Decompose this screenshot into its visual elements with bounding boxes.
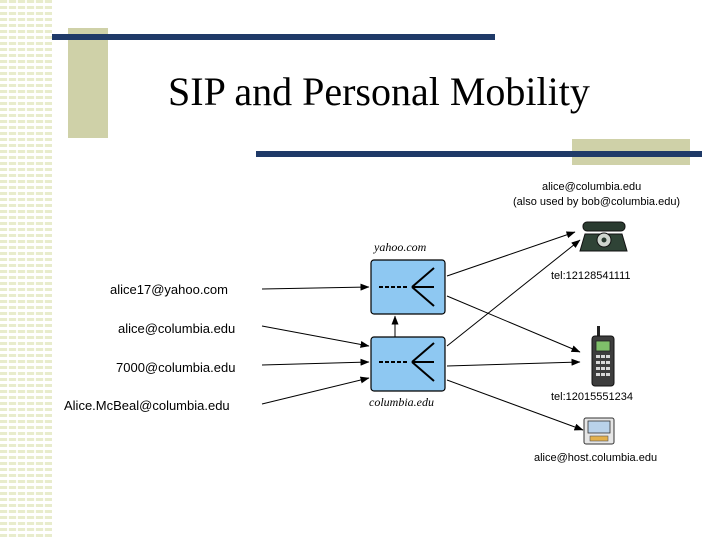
address-label: alice17@yahoo.com [110,282,228,297]
proxy-yahoo [370,259,446,315]
pda-address: alice@host.columbia.edu [534,452,657,464]
proxy-columbia [370,336,446,392]
desk-phone-shared-note: (also used by bob@columbia.edu) [513,196,680,208]
desk-phone-address: alice@columbia.edu [542,181,641,193]
pda-icon [583,417,615,445]
title-accent-bar-bottom [256,151,702,157]
desk-phone-tel: tel:12128541111 [551,270,631,282]
address-label: alice@columbia.edu [118,321,235,336]
title-accent-block-left [68,28,108,138]
title-accent-bar-top [52,34,495,40]
proxy-fork-icon [379,267,435,307]
proxy-fork-icon [379,342,435,382]
slide-title: SIP and Personal Mobility [168,69,590,114]
address-label: 7000@columbia.edu [116,360,235,375]
mobile-phone-icon [591,326,615,387]
mobile-tel: tel:12015551234 [551,391,633,403]
proxy-domain-yahoo: yahoo.com [373,240,427,254]
incoming-arrows [261,283,399,405]
outgoing-arrows [446,231,584,431]
address-label: Alice.McBeal@columbia.edu [64,398,230,413]
left-decorative-stripe [0,0,52,540]
desk-phone-icon [579,221,628,252]
proxy-domain-columbia: columbia.edu [369,395,434,409]
